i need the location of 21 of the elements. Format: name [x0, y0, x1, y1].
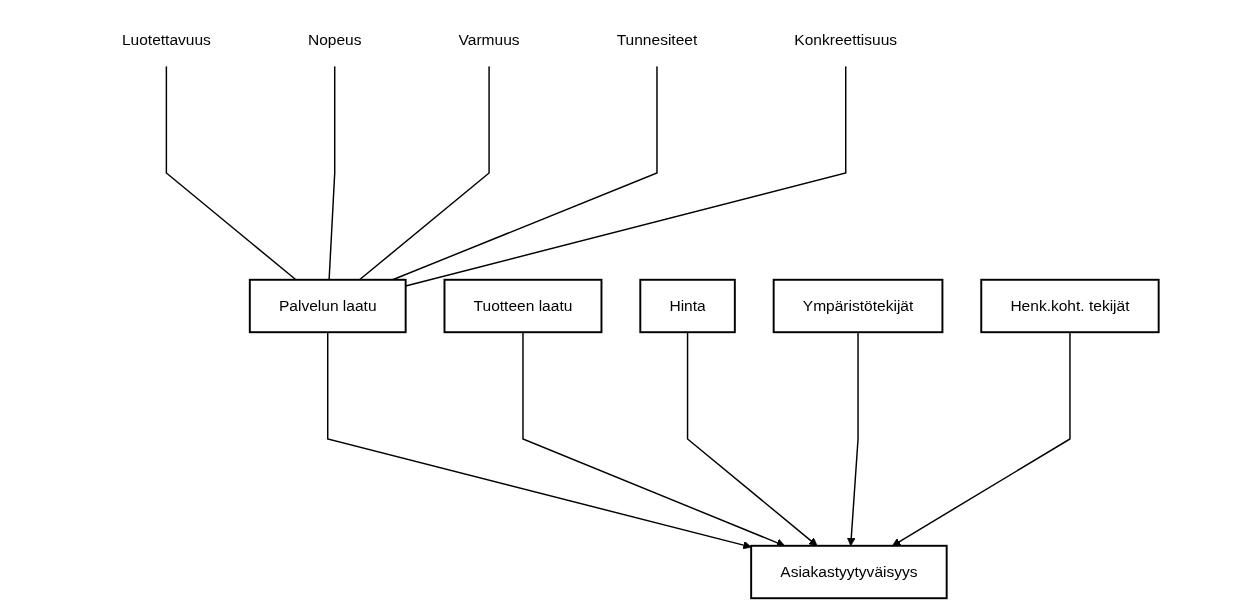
node-text: Konkreettisuus: [794, 31, 898, 48]
connector: [392, 65, 658, 281]
connector: [405, 65, 847, 287]
node-box: Hinta: [639, 278, 737, 334]
arrow: [327, 331, 752, 550]
connector: [328, 65, 336, 281]
node-text: Tunnesiteet: [616, 31, 698, 48]
node-text: Luotettavuus: [122, 31, 212, 48]
node-box: Ympäristötekijät: [772, 278, 944, 334]
node-text: Nopeus: [308, 31, 362, 48]
arrow: [847, 331, 860, 547]
arrow: [687, 331, 818, 547]
connector: [165, 65, 297, 281]
node-box: Henk.koht. tekijät: [980, 278, 1160, 334]
arrow: [892, 331, 1071, 547]
node-box: Tuotteen laatu: [443, 278, 603, 334]
node-box: Palvelun laatu: [249, 278, 407, 334]
node-box: Asiakastyytyväisyys: [750, 544, 948, 600]
node-text: Varmuus: [458, 31, 520, 48]
connector: [359, 65, 491, 281]
arrow: [522, 331, 786, 547]
